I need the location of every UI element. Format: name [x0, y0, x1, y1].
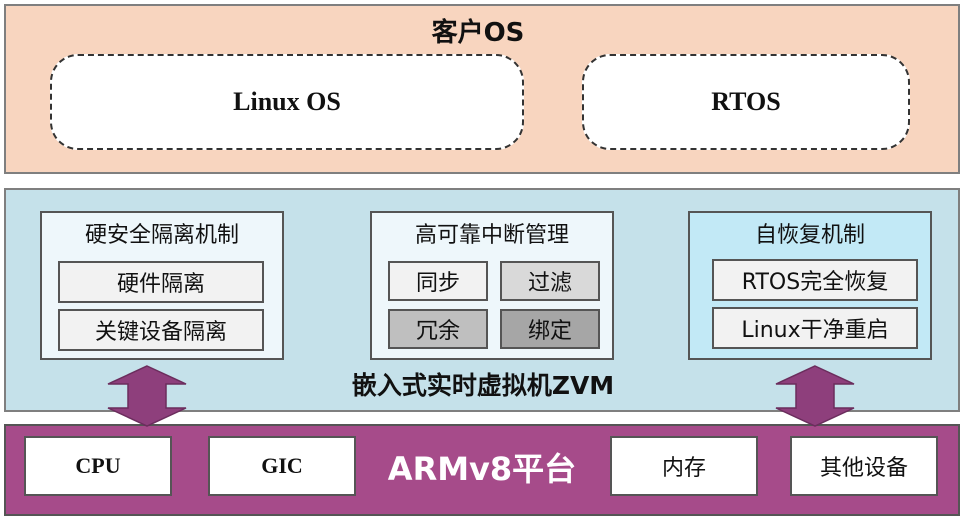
hw-isolation-item: 硬件隔离	[58, 261, 264, 303]
right-double-arrow-icon	[775, 365, 855, 427]
key-device-isolation-item: 关键设备隔离	[58, 309, 264, 351]
self-recovery-title: 自恢复机制	[754, 223, 865, 248]
binding-item: 绑定	[500, 309, 600, 349]
redundancy-item: 冗余	[388, 309, 488, 349]
gic-box: GIC	[208, 436, 356, 496]
rtos-box: RTOS	[582, 54, 910, 150]
cpu-box: CPU	[24, 436, 172, 496]
hw-isolation-title: 硬安全隔离机制	[84, 223, 239, 248]
left-double-arrow-icon	[107, 365, 187, 427]
armv8-platform-title: ARMv8平台	[387, 450, 577, 488]
linux-clean-restart-item: Linux干净重启	[712, 307, 918, 349]
interrupt-management-title: 高可靠中断管理	[414, 223, 569, 248]
interrupt-management-panel: 高可靠中断管理 同步 过滤 冗余 绑定	[370, 211, 614, 360]
memory-box: 内存	[610, 436, 758, 496]
linux-os-box: Linux OS	[50, 54, 524, 150]
hw-isolation-panel: 硬安全隔离机制 硬件隔离 关键设备隔离	[40, 211, 284, 360]
self-recovery-panel: 自恢复机制 RTOS完全恢复 Linux干净重启	[688, 211, 932, 360]
other-devices-box: 其他设备	[790, 436, 938, 496]
zvm-title: 嵌入式实时虚拟机ZVM	[351, 371, 615, 400]
guest-os-title: 客户OS	[431, 18, 525, 48]
sync-item: 同步	[388, 261, 488, 301]
filter-item: 过滤	[500, 261, 600, 301]
rtos-full-recovery-item: RTOS完全恢复	[712, 259, 918, 301]
